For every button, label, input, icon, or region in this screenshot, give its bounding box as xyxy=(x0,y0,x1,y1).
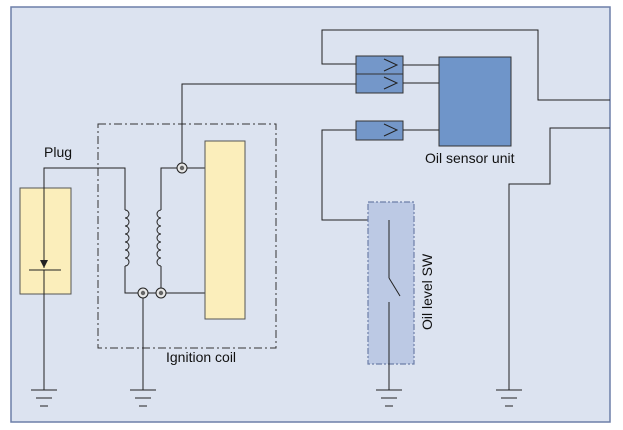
coil-terminal-top xyxy=(176,162,188,174)
spark-plug xyxy=(19,187,72,390)
ignition-module-block xyxy=(204,140,246,320)
coil-to-connector-wire xyxy=(181,83,356,163)
ground-symbol-plug xyxy=(31,389,57,407)
switch-blade xyxy=(388,277,401,297)
top-loop-wire xyxy=(321,29,610,101)
primary-top-wire xyxy=(160,167,182,210)
ground-symbol-right xyxy=(496,389,522,407)
oil-level-switch-box xyxy=(367,201,415,365)
lower-connector xyxy=(355,120,404,141)
coil-terminal-bottom-right xyxy=(155,287,167,299)
right-ground-lead xyxy=(508,127,610,390)
ignition-coil-boundary xyxy=(97,123,277,349)
ignition-coil-label: Ignition coil xyxy=(166,349,236,365)
diagram-panel xyxy=(10,6,611,423)
plug-body xyxy=(19,187,72,295)
secondary-coil-winding xyxy=(124,209,130,267)
coil-terminal-bottom-left xyxy=(137,287,149,299)
oil-sensor-unit-box xyxy=(438,56,512,147)
oil-level-sw-label: Oil level SW xyxy=(419,253,435,330)
primary-coil-winding xyxy=(156,209,162,267)
ground-symbol-switch xyxy=(376,389,402,407)
plug-arrow-head xyxy=(40,260,48,268)
upper-connector xyxy=(355,55,404,94)
plug-to-coil-wire xyxy=(43,167,126,210)
secondary-return-wire xyxy=(124,266,143,294)
oil-sensor-unit-label: Oil sensor unit xyxy=(425,150,515,166)
plug-label: Plug xyxy=(44,144,72,160)
ground-symbol-coil xyxy=(130,389,156,407)
